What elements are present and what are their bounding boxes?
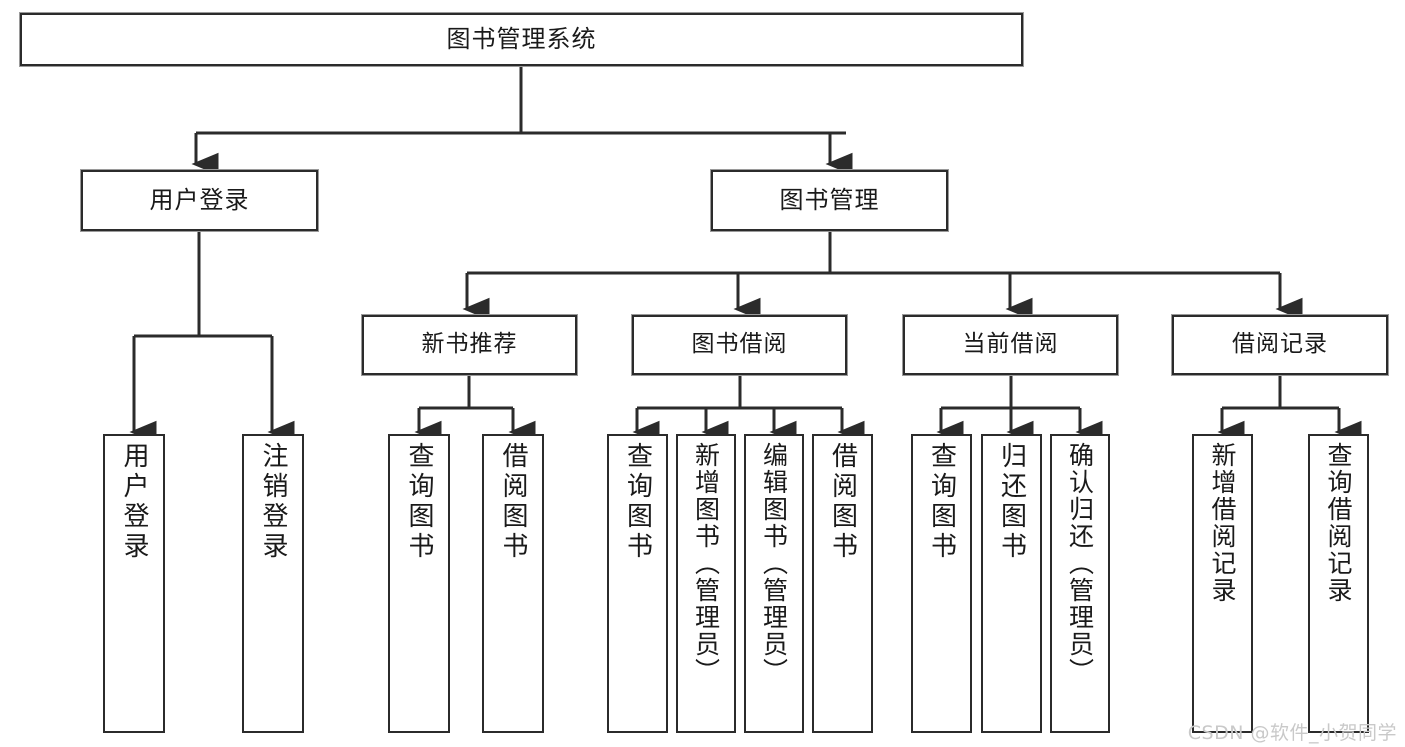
node-book-management[interactable]: 图书管理 [711,170,948,231]
leaf-book-borrow-query-label: 查询图书 [622,442,653,562]
leaf-current-borrow-return-label: 归还图书 [996,442,1027,562]
node-root-label: 图书管理系统 [446,25,597,54]
node-user-login[interactable]: 用户登录 [81,170,318,231]
node-book-borrow[interactable]: 图书借阅 [632,315,847,375]
leaf-borrow-record-add[interactable]: 新增借阅记录 [1192,434,1253,733]
leaf-user-login-login-label: 用户登录 [119,442,149,562]
leaf-current-borrow-query-label: 查询图书 [926,442,957,562]
leaf-book-borrow-query[interactable]: 查询图书 [607,434,668,733]
leaf-new-book-query[interactable]: 查询图书 [388,434,450,733]
node-borrow-record-label: 借阅记录 [1232,331,1328,358]
leaf-current-borrow-query[interactable]: 查询图书 [911,434,972,733]
leaf-user-login-login[interactable]: 用户登录 [103,434,165,733]
leaf-new-book-borrow-label: 借阅图书 [498,442,528,562]
node-current-borrow-label: 当前借阅 [962,331,1059,358]
node-root[interactable]: 图书管理系统 [20,13,1023,66]
leaf-new-book-borrow[interactable]: 借阅图书 [482,434,544,733]
node-book-management-label: 图书管理 [779,186,880,215]
leaf-book-borrow-add[interactable]: 新增图书（管理员） [676,434,736,733]
leaf-borrow-record-query[interactable]: 查询借阅记录 [1308,434,1369,733]
node-book-borrow-label: 图书借阅 [691,331,788,358]
leaf-book-borrow-edit[interactable]: 编辑图书（管理员） [744,434,804,733]
leaf-book-borrow-borrow-label: 借阅图书 [827,442,858,562]
leaf-current-borrow-confirm[interactable]: 确认归还（管理员） [1050,434,1110,733]
leaf-book-borrow-edit-label: 编辑图书（管理员） [759,442,789,685]
leaf-current-borrow-confirm-label: 确认归还（管理员） [1065,442,1095,685]
node-borrow-record[interactable]: 借阅记录 [1172,315,1388,375]
node-new-book-recommend-label: 新书推荐 [421,331,518,358]
leaf-current-borrow-return[interactable]: 归还图书 [981,434,1042,733]
leaf-new-book-query-label: 查询图书 [404,442,434,562]
leaf-user-login-logout-label: 注销登录 [258,442,288,562]
leaf-book-borrow-borrow[interactable]: 借阅图书 [812,434,873,733]
leaf-borrow-record-query-label: 查询借阅记录 [1324,442,1353,604]
node-new-book-recommend[interactable]: 新书推荐 [362,315,577,375]
leaf-borrow-record-add-label: 新增借阅记录 [1208,442,1237,604]
leaf-user-login-logout[interactable]: 注销登录 [242,434,304,733]
leaf-book-borrow-add-label: 新增图书（管理员） [691,442,721,685]
node-user-login-label: 用户登录 [149,186,250,215]
node-current-borrow[interactable]: 当前借阅 [903,315,1118,375]
